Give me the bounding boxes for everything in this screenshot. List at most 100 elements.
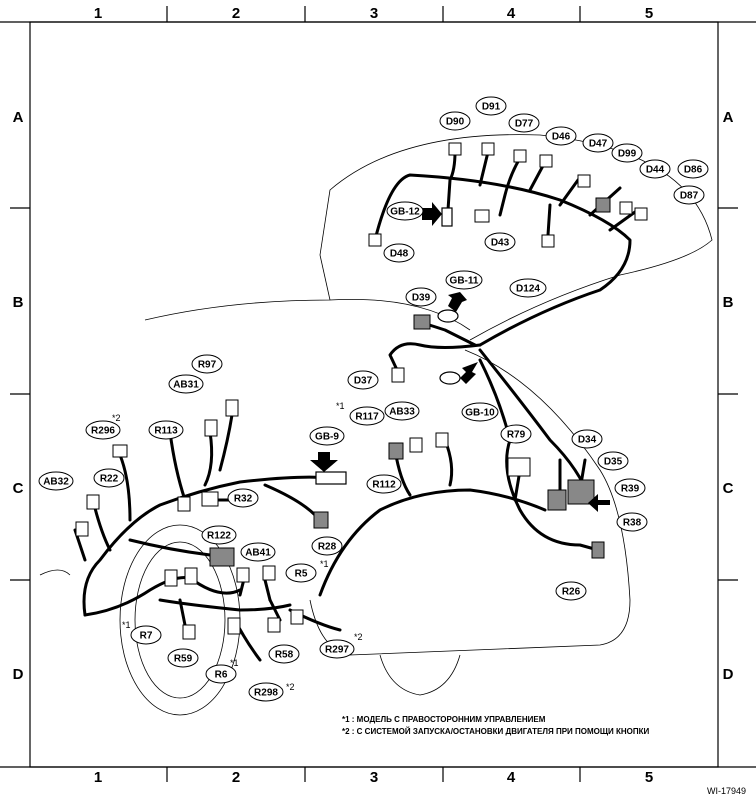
callout-r32: R32	[227, 488, 259, 508]
callout-label: R7	[140, 631, 153, 642]
callout-bubble	[347, 370, 379, 390]
callout-label: D44	[646, 165, 665, 176]
callout-label: R97	[198, 360, 217, 371]
callout-label: GB-11	[450, 276, 479, 287]
callout-label: R79	[507, 430, 526, 441]
ground-points	[315, 207, 461, 485]
callout-r79: R79	[500, 424, 532, 444]
arrows	[310, 202, 610, 512]
mark-star2: *2	[354, 632, 363, 642]
callout-bubble	[148, 420, 184, 440]
callout-r297: R297	[319, 639, 355, 659]
callout-r26: R26	[555, 581, 587, 601]
connector-d48	[368, 233, 382, 247]
callout-gb-11: GB-11	[445, 270, 483, 290]
connector-d43	[474, 209, 490, 223]
arrow-icon	[310, 452, 338, 472]
callout-r38: R38	[616, 512, 648, 532]
callout-label: R58	[275, 650, 294, 661]
callout-ab33: AB33	[384, 401, 420, 421]
col-label-2: 2	[232, 5, 240, 22]
figure-id: WI-17949	[707, 786, 746, 796]
connector-d34	[547, 489, 567, 511]
callout-d90: D90	[439, 111, 471, 131]
ground-terminal-gb-10	[439, 371, 461, 385]
callout-d39: D39	[405, 287, 437, 307]
connector-r6	[227, 617, 241, 635]
callout-r298: R298	[248, 682, 284, 702]
callout-bubble	[500, 424, 532, 444]
callout-bubble	[439, 111, 471, 131]
callout-label: R112	[372, 480, 396, 491]
ground-terminal-gb-12	[441, 207, 453, 227]
callout-d44: D44	[639, 159, 671, 179]
callout-bubble	[268, 644, 300, 664]
callout-label: D39	[412, 293, 431, 304]
callout-bubble	[508, 113, 540, 133]
connector-r7-a	[164, 569, 178, 587]
callout-label: D77	[515, 119, 534, 130]
callout-label: R26	[562, 587, 581, 598]
grid-labels: 1 2 3 4 5 1 2 3 4 5 A B C D A B C D	[13, 5, 734, 786]
callout-bubble	[240, 542, 276, 562]
callout-label: GB-10	[465, 408, 495, 419]
callout-bubble	[484, 232, 516, 252]
callout-r58: R58	[268, 644, 300, 664]
callout-bubble	[384, 401, 420, 421]
row-label-d: D	[13, 666, 24, 683]
callout-r39: R39	[614, 478, 646, 498]
callout-label: D48	[390, 249, 409, 260]
callout-d77: D77	[508, 113, 540, 133]
callout-bubble	[555, 581, 587, 601]
callout-label: AB33	[389, 407, 415, 418]
callout-d34: D34	[571, 429, 603, 449]
col-label-5-bottom: 5	[645, 769, 653, 786]
connector-r113	[177, 496, 191, 512]
mark-star1: *1	[122, 620, 131, 630]
callout-label: R22	[100, 474, 119, 485]
col-label-3: 3	[370, 5, 378, 22]
callout-bubble	[130, 625, 162, 645]
callout-bubble	[475, 96, 507, 116]
arrow-icon	[448, 292, 467, 312]
callout-r7: R7	[130, 625, 162, 645]
col-label-5: 5	[645, 5, 653, 22]
callout-label: R117	[355, 412, 379, 423]
connector-d37	[391, 367, 405, 383]
connector-r5	[262, 565, 276, 581]
col-label-1-bottom: 1	[94, 769, 102, 786]
callout-label: D46	[552, 132, 571, 143]
callout-bubble	[309, 426, 345, 446]
callout-d87: D87	[673, 185, 705, 205]
callout-r296: R296	[85, 420, 121, 440]
callout-bubble	[93, 468, 125, 488]
callout-label: D43	[491, 238, 510, 249]
footnote-2: *2 : С СИСТЕМОЙ ЗАПУСКА/ОСТАНОВКИ ДВИГАТ…	[342, 727, 650, 736]
callout-label: R32	[234, 494, 253, 505]
connector-r297	[290, 609, 304, 625]
row-label-a-right: A	[723, 109, 734, 126]
row-label-d-right: D	[723, 666, 734, 683]
callout-bubble	[366, 474, 402, 494]
ground-terminal-gb-11	[437, 309, 459, 323]
callout-gb-10: GB-10	[461, 402, 499, 422]
callout-r97: R97	[191, 354, 223, 374]
callout-label: AB31	[173, 380, 199, 391]
callout-label: D124	[516, 284, 540, 295]
row-label-b: B	[13, 294, 24, 311]
connector-d77	[513, 149, 527, 163]
connector-r296	[112, 444, 128, 458]
connector-d39	[413, 314, 431, 330]
callout-label: D87	[680, 191, 699, 202]
callout-bubble	[349, 406, 385, 426]
callout-label: D37	[354, 376, 373, 387]
callout-r59: R59	[167, 648, 199, 668]
callout-ab41: AB41	[240, 542, 276, 562]
connector-d47	[577, 174, 591, 188]
col-label-1: 1	[94, 5, 102, 22]
connector-r58	[267, 617, 281, 633]
connector-r7-b	[184, 567, 198, 585]
col-label-3-bottom: 3	[370, 769, 378, 786]
connector-r117	[409, 437, 423, 453]
